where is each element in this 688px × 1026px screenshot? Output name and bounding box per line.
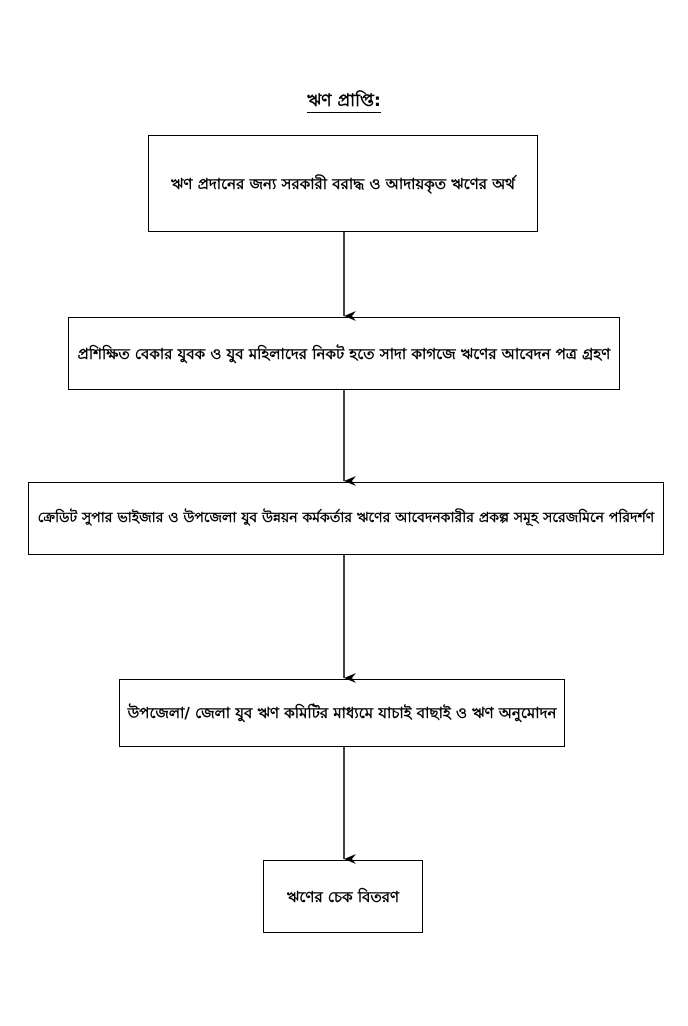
- step-4-box: উপজেলা/ জেলা যুব ঋণ কমিটির মাধ্যমে যাচাই…: [119, 679, 565, 747]
- step-4-text: উপজেলা/ জেলা যুব ঋণ কমিটির মাধ্যমে যাচাই…: [127, 704, 557, 722]
- flowchart-title: ঋণ প্রাপ্তি:: [0, 88, 688, 116]
- step-2-text: প্রশিক্ষিত বেকার যুবক ও যুব মহিলাদের নিক…: [77, 344, 611, 363]
- step-1-box: ঋণ প্রদানের জন্য সরকারী বরাদ্ধ ও আদায়কৃ…: [148, 135, 538, 232]
- step-1-text: ঋণ প্রদানের জন্য সরকারী বরাদ্ধ ও আদায়কৃ…: [171, 174, 515, 193]
- step-5-text: ঋণের চেক বিতরণ: [286, 887, 400, 906]
- step-5-box: ঋণের চেক বিতরণ: [263, 860, 423, 933]
- title-text: ঋণ প্রাপ্তি:: [307, 91, 381, 113]
- step-3-text: ক্রেডিট সুপার ভাইজার ও উপজেলা যুব উন্নয়…: [37, 510, 655, 527]
